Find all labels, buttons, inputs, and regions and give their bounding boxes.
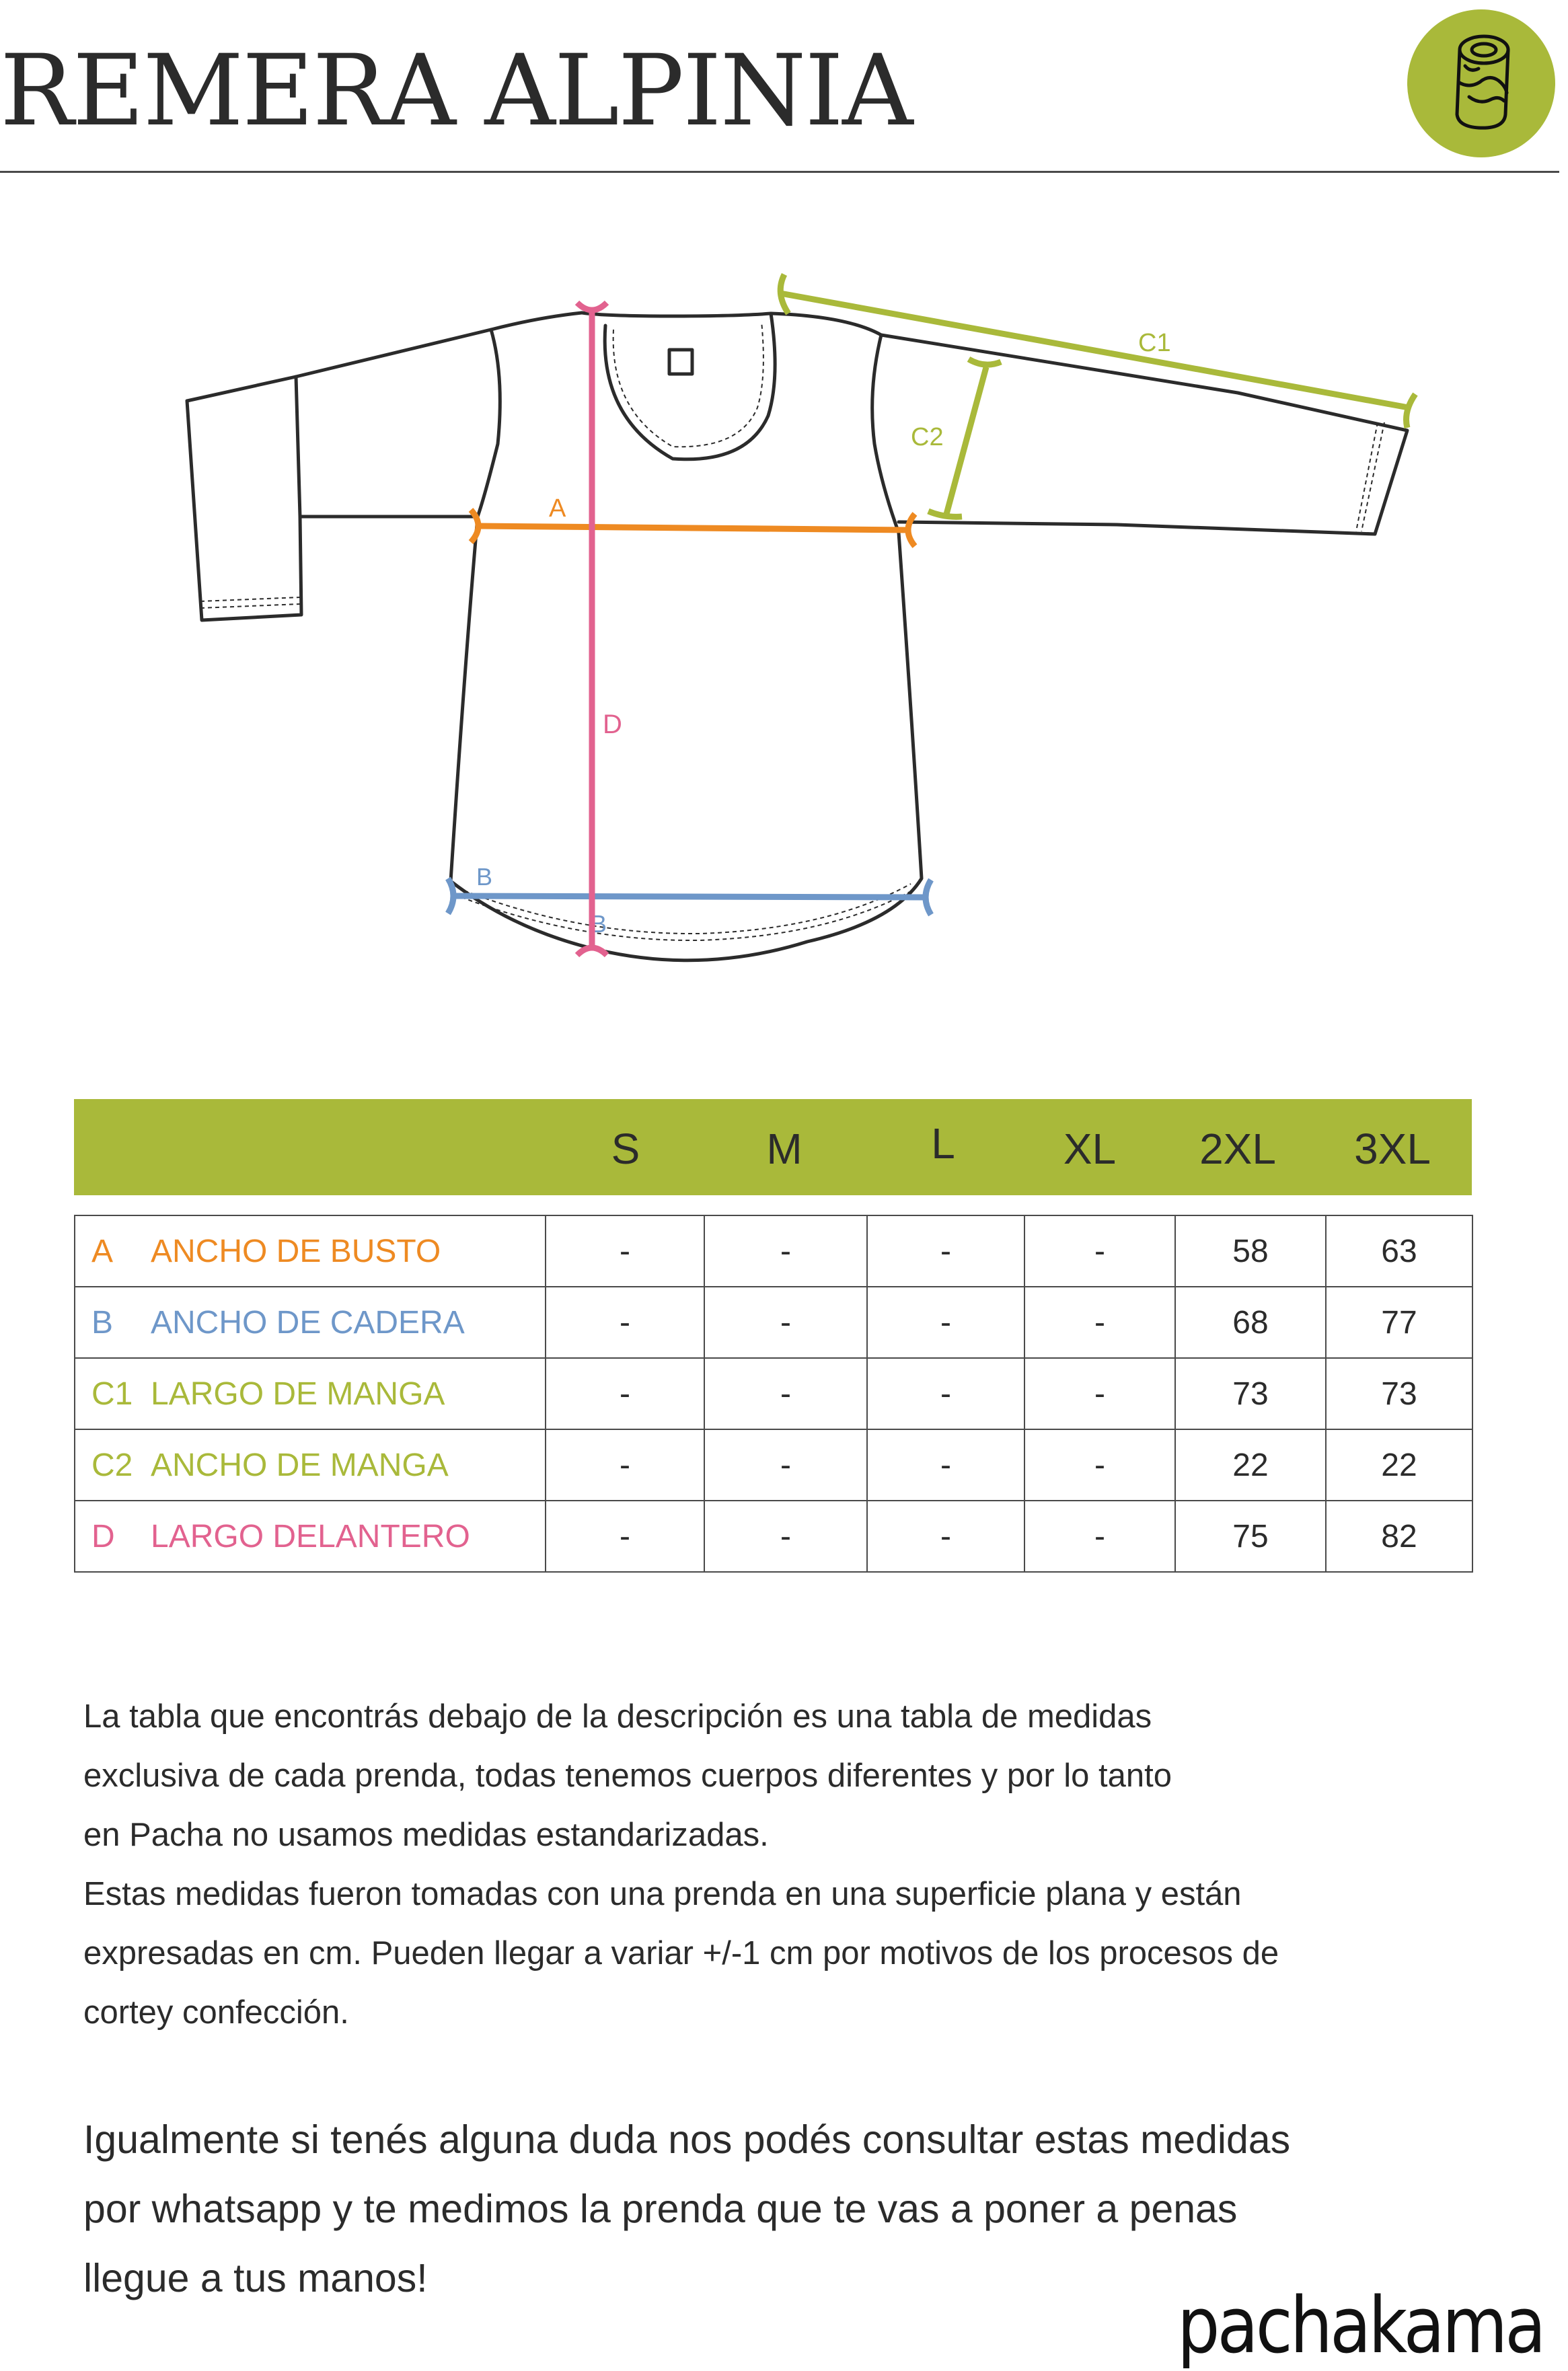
brand-wordmark: pachakama xyxy=(1177,2280,1546,2371)
size-value-cell: 73 xyxy=(1325,1357,1473,1430)
label-b: B xyxy=(476,863,492,891)
size-value-cell: 68 xyxy=(1174,1286,1327,1359)
size-value-cell: - xyxy=(545,1500,705,1573)
description-line: expresadas en cm. Pueden llegar a variar… xyxy=(83,1935,1279,1971)
measure-code: B xyxy=(91,1304,114,1341)
size-value-cell: - xyxy=(1024,1429,1176,1501)
size-value-cell: 63 xyxy=(1325,1215,1473,1287)
measure-code: C2 xyxy=(91,1447,133,1483)
size-value-cell: - xyxy=(1024,1286,1176,1359)
measure-a: A xyxy=(468,494,918,548)
size-value-cell: - xyxy=(704,1500,868,1573)
measure-name: ANCHO DE MANGA xyxy=(151,1447,449,1483)
measure-code: D xyxy=(91,1518,115,1554)
size-header-m: M xyxy=(766,1125,802,1173)
measure-name: LARGO DE MANGA xyxy=(151,1376,445,1412)
size-value-cell: - xyxy=(866,1500,1025,1573)
size-value-cell: - xyxy=(704,1357,868,1430)
label-c2: C2 xyxy=(911,423,944,451)
measure-label-cell: D LARGO DELANTERO xyxy=(74,1500,546,1573)
measure-code: A xyxy=(91,1233,114,1269)
measure-name: ANCHO DE CADERA xyxy=(151,1304,465,1341)
measure-label-cell: C1 LARGO DE MANGA xyxy=(74,1357,546,1430)
garment-diagram: C1 C2 A B B D xyxy=(185,272,1418,963)
measure-d: D xyxy=(574,300,622,958)
size-value-cell: - xyxy=(866,1286,1025,1359)
title-divider xyxy=(0,171,1559,173)
size-value-cell: 75 xyxy=(1174,1500,1327,1573)
description-line: La tabla que encontrás debajo de la desc… xyxy=(83,1698,1152,1735)
size-value-cell: - xyxy=(545,1357,705,1430)
size-header-2xl: 2XL xyxy=(1199,1125,1276,1173)
size-value-cell: - xyxy=(545,1429,705,1501)
size-value-cell: - xyxy=(1024,1500,1176,1573)
note-line: Igualmente si tenés alguna duda nos podé… xyxy=(83,2117,1291,2162)
size-header-3xl: 3XL xyxy=(1354,1125,1431,1173)
size-value-cell: 82 xyxy=(1325,1500,1473,1573)
description-line: cortey confección. xyxy=(83,1994,349,2031)
measure-c2: C2 xyxy=(911,356,1002,520)
description: La tabla que encontrás debajo de la desc… xyxy=(83,1687,1509,2042)
size-value-cell: 58 xyxy=(1174,1215,1327,1287)
note-line: llegue a tus manos! xyxy=(83,2256,428,2300)
description-line: Estas medidas fueron tomadas con una pre… xyxy=(83,1876,1242,1912)
measure-b: B B xyxy=(445,863,934,938)
measure-name: LARGO DELANTERO xyxy=(151,1518,470,1554)
size-value-cell: - xyxy=(866,1215,1025,1287)
size-value-cell: - xyxy=(866,1357,1025,1430)
size-value-cell: - xyxy=(545,1286,705,1359)
size-value-cell: - xyxy=(545,1215,705,1287)
measure-c1: C1 xyxy=(777,272,1418,429)
label-c1: C1 xyxy=(1138,329,1171,357)
measure-label-cell: B ANCHO DE CADERA xyxy=(74,1286,546,1359)
measure-name: ANCHO DE BUSTO xyxy=(151,1233,441,1269)
size-value-cell: - xyxy=(1024,1215,1176,1287)
brand-logo-icon xyxy=(1407,9,1555,157)
size-header-xl: XL xyxy=(1063,1125,1117,1173)
note-line: por whatsapp y te medimos la prenda que … xyxy=(83,2187,1238,2231)
size-value-cell: - xyxy=(704,1215,868,1287)
size-value-cell: - xyxy=(1024,1357,1176,1430)
size-value-cell: 22 xyxy=(1325,1429,1473,1501)
size-header-l: L xyxy=(931,1119,955,1168)
label-a: A xyxy=(549,494,566,523)
measure-code: C1 xyxy=(91,1376,133,1412)
page-title: REMERA ALPINIA xyxy=(0,34,913,148)
shirt-outline xyxy=(185,311,1409,963)
size-value-cell: - xyxy=(866,1429,1025,1501)
size-value-cell: 77 xyxy=(1325,1286,1473,1359)
size-header-s: S xyxy=(611,1125,640,1173)
stitch-lines xyxy=(200,321,1385,942)
size-value-cell: 22 xyxy=(1174,1429,1327,1501)
whatsapp-note: Igualmente si tenés alguna duda nos podé… xyxy=(83,2105,1509,2313)
size-value-cell: - xyxy=(704,1286,868,1359)
measure-label-cell: C2 ANCHO DE MANGA xyxy=(74,1429,546,1501)
label-d: D xyxy=(603,710,622,739)
description-line: en Pacha no usamos medidas estandarizada… xyxy=(83,1817,769,1853)
size-value-cell: 73 xyxy=(1174,1357,1327,1430)
description-line: exclusiva de cada prenda, todas tenemos … xyxy=(83,1758,1172,1794)
size-header-band xyxy=(74,1099,1472,1195)
measure-label-cell: A ANCHO DE BUSTO xyxy=(74,1215,546,1287)
size-value-cell: - xyxy=(704,1429,868,1501)
